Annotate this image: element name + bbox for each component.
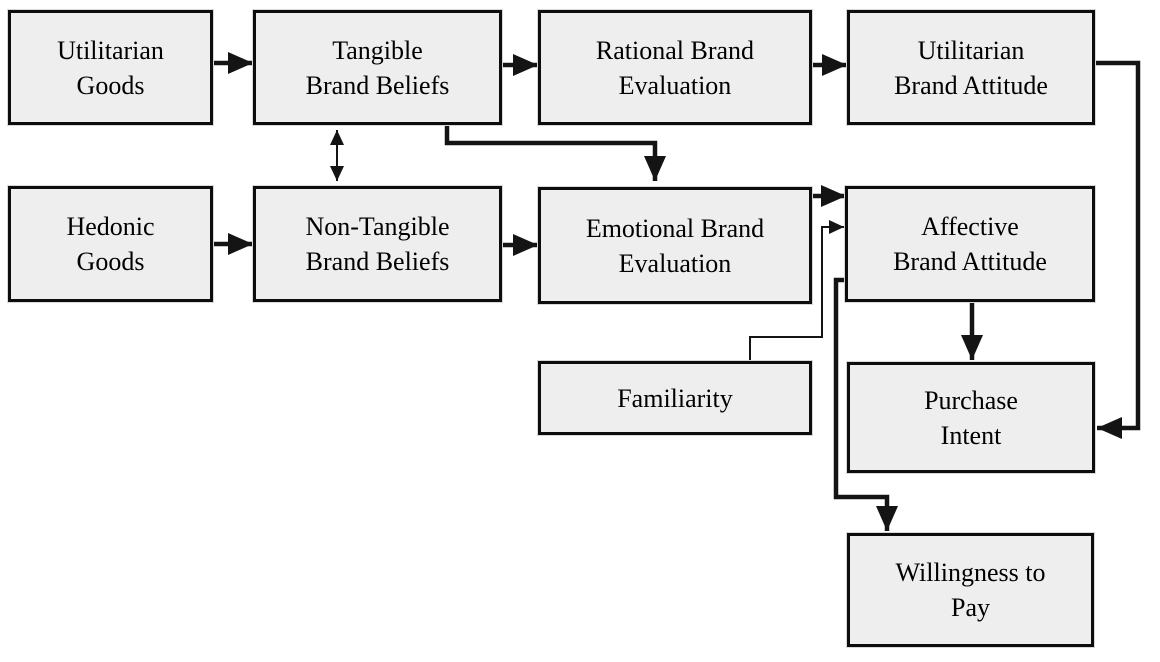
node-hedonic-goods: Hedonic Goods bbox=[7, 185, 214, 303]
node-label-line: Brand Beliefs bbox=[305, 247, 450, 276]
node-utilitarian-goods: Utilitarian Goods bbox=[7, 9, 214, 126]
connector-affective-attitude-to-willingness-to-pay bbox=[833, 277, 898, 531]
node-label-line: Familiarity bbox=[617, 383, 733, 413]
node-label-line: Brand Attitude bbox=[893, 247, 1047, 276]
node-label-line: Non-Tangible bbox=[305, 212, 450, 241]
node-label-line: Purchase bbox=[924, 385, 1018, 415]
node-label-line: Goods bbox=[76, 247, 145, 276]
node-label-line: Emotional Brand bbox=[585, 213, 765, 243]
node-label-line: Utilitarian bbox=[917, 35, 1025, 65]
node-label-line: Hedonic bbox=[66, 212, 155, 241]
node-willingness-to-pay: Willingness to Pay bbox=[846, 532, 1095, 648]
node-label-line: Affective bbox=[921, 212, 1019, 241]
node-label-line: Rational Brand bbox=[595, 35, 755, 65]
node-non-tangible-brand-beliefs: Non-Tangible Brand Beliefs bbox=[252, 185, 503, 303]
node-label-line: Brand Attitude bbox=[894, 70, 1048, 100]
node-affective-brand-attitude: Affective Brand Attitude bbox=[844, 185, 1096, 303]
node-label-line: Brand Beliefs bbox=[305, 70, 450, 100]
node-tangible-brand-beliefs: Tangible Brand Beliefs bbox=[252, 9, 503, 126]
node-label-line: Willingness to bbox=[895, 558, 1046, 587]
connector-tangible-to-emotional-evaluation bbox=[444, 124, 666, 181]
node-utilitarian-brand-attitude: Utilitarian Brand Attitude bbox=[846, 9, 1096, 126]
connector-familiarity-to-affective-attitude bbox=[749, 220, 844, 360]
node-label-line: Pay bbox=[951, 593, 990, 622]
node-familiarity: Familiarity bbox=[537, 360, 813, 436]
node-label-line: Utilitarian bbox=[57, 35, 164, 65]
connector-utilitarian-attitude-to-purchase-intent bbox=[1095, 60, 1141, 439]
node-rational-brand-evaluation: Rational Brand Evaluation bbox=[537, 9, 813, 126]
node-label-line: Evaluation bbox=[618, 70, 732, 100]
node-emotional-brand-evaluation: Emotional Brand Evaluation bbox=[537, 186, 813, 305]
node-label-line: Tangible bbox=[332, 35, 423, 65]
node-purchase-intent: Purchase Intent bbox=[846, 361, 1096, 474]
node-label-line: Intent bbox=[940, 420, 1002, 450]
node-label-line: Goods bbox=[76, 70, 145, 100]
node-label-line: Evaluation bbox=[618, 248, 732, 278]
